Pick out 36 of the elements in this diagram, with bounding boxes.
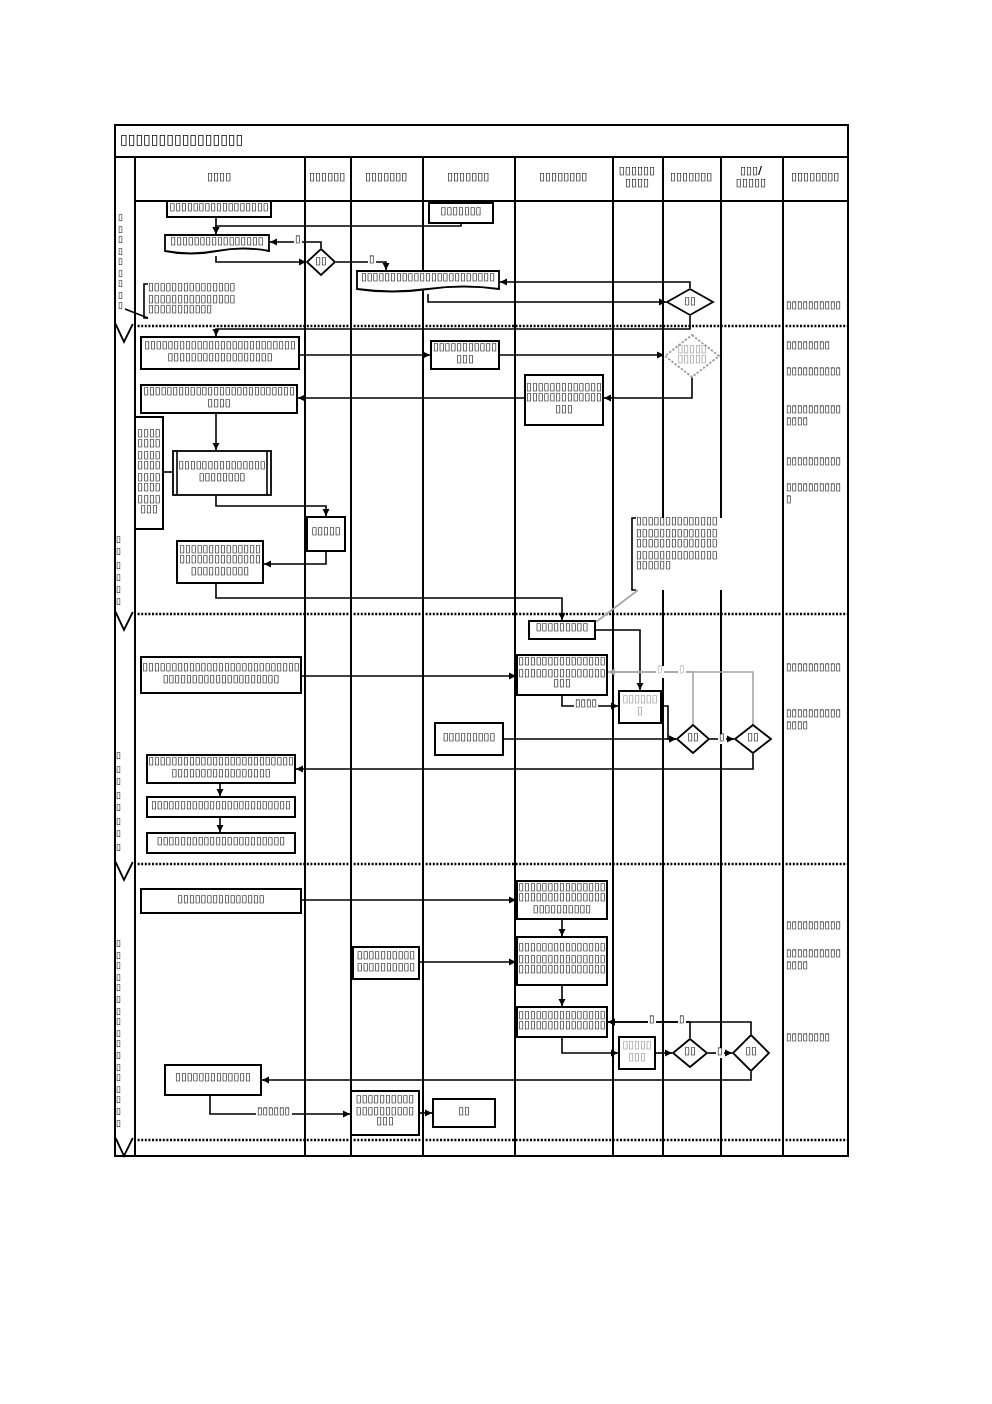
arrow [216,783,224,797]
arrow [558,919,566,937]
arrow [215,255,307,266]
arrow [301,672,517,680]
arrow [299,351,431,359]
arrow [212,223,462,235]
arrow [427,293,667,306]
arrow [215,495,330,517]
arrow [607,668,754,725]
leader-line [124,308,149,319]
arrow [607,1018,752,1035]
arrow [707,1049,733,1057]
arrow [655,1049,673,1057]
arrow [297,394,525,402]
arrow [558,985,566,1007]
arrow [503,735,677,743]
arrow [212,413,220,451]
arrow [215,583,566,621]
arrow [561,1037,619,1057]
arrow [419,1109,433,1117]
connector-line [163,471,173,473]
arrow [301,896,517,904]
leader-line [595,589,639,623]
arrow [263,551,327,568]
arrow [595,629,644,691]
arrow [335,261,390,271]
arrow [499,278,691,289]
arrow [261,1071,752,1084]
arrow [603,376,693,402]
arrow [419,958,517,966]
arrow [709,735,735,743]
arrow [499,351,665,359]
arrow [269,238,322,249]
arrow [212,315,691,337]
arrow [216,817,224,833]
arrow [295,753,754,773]
